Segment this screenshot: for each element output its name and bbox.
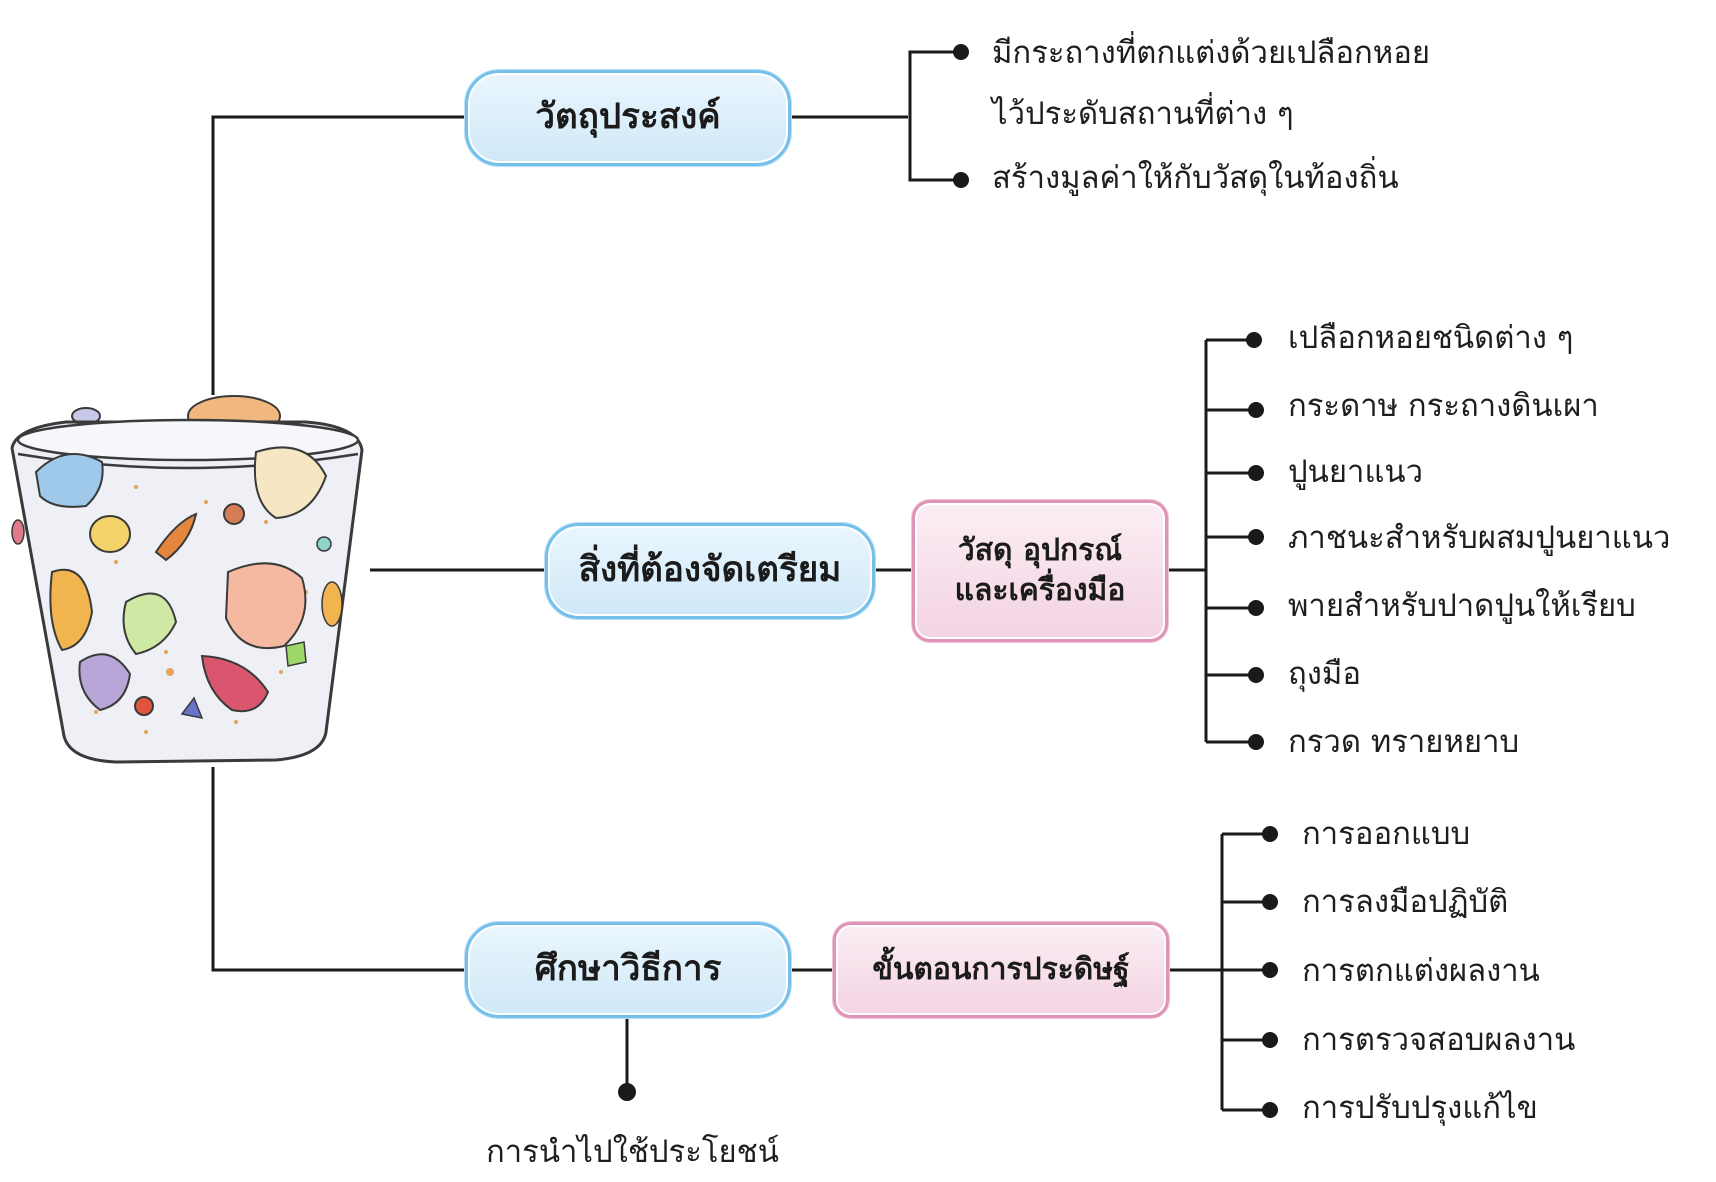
objective-bracket <box>908 50 958 182</box>
material-item: พายสำหรับปาดปูนให้เรียบ <box>1288 588 1636 624</box>
method-label: ศึกษาวิธีการ <box>534 949 722 990</box>
objective-item: มีกระถางที่ตกแต่งด้วยเปลือกหอย <box>992 35 1430 71</box>
material-item: กรวด ทรายหยาบ <box>1288 724 1520 760</box>
materials-label-line1: วัสดุ อุปกรณ์ <box>957 532 1123 568</box>
method-node: ศึกษาวิธีการ <box>465 922 791 1018</box>
shell-pot-illustration <box>10 395 364 764</box>
step-item: การตกแต่งผลงาน <box>1302 953 1540 989</box>
materials-node: วัสดุ อุปกรณ์ และเครื่องมือ <box>912 500 1168 642</box>
step-item: การตรวจสอบผลงาน <box>1302 1022 1576 1058</box>
usage-label: การนำไปใช้ประโยชน์ <box>486 1134 779 1170</box>
preparation-label: สิ่งที่ต้องจัดเตรียม <box>578 550 842 591</box>
material-item: กระดาษ กระถางดินเผา <box>1288 388 1599 424</box>
bullet-dots <box>618 44 1278 1118</box>
objective-label: วัตถุประสงค์ <box>535 97 721 138</box>
material-item: ปูนยาแนว <box>1288 454 1424 490</box>
step-item: การปรับปรุงแก้ไข <box>1302 1090 1538 1126</box>
step-item: การลงมือปฏิบัติ <box>1302 884 1509 920</box>
materials-label-line2: และเครื่องมือ <box>954 573 1126 608</box>
steps-node: ขั้นตอนการประดิษฐ์ <box>833 922 1169 1018</box>
step-item: การออกแบบ <box>1302 816 1471 852</box>
objective-item: สร้างมูลค่าให้กับวัสดุในท้องถิ่น <box>992 160 1399 196</box>
preparation-node: สิ่งที่ต้องจัดเตรียม <box>545 523 875 619</box>
material-item: ถุงมือ <box>1288 656 1361 692</box>
method-connector <box>211 767 465 972</box>
steps-label: ขั้นตอนการประดิษฐ์ <box>872 951 1130 987</box>
objective-connector <box>211 115 465 395</box>
objective-node: วัตถุประสงค์ <box>465 70 791 166</box>
material-item: เปลือกหอยชนิดต่าง ๆ <box>1288 320 1574 356</box>
objective-item: ไว้ประดับสถานที่ต่าง ๆ <box>992 96 1294 132</box>
material-item: ภาชนะสำหรับผสมปูนยาแนว <box>1288 520 1671 556</box>
